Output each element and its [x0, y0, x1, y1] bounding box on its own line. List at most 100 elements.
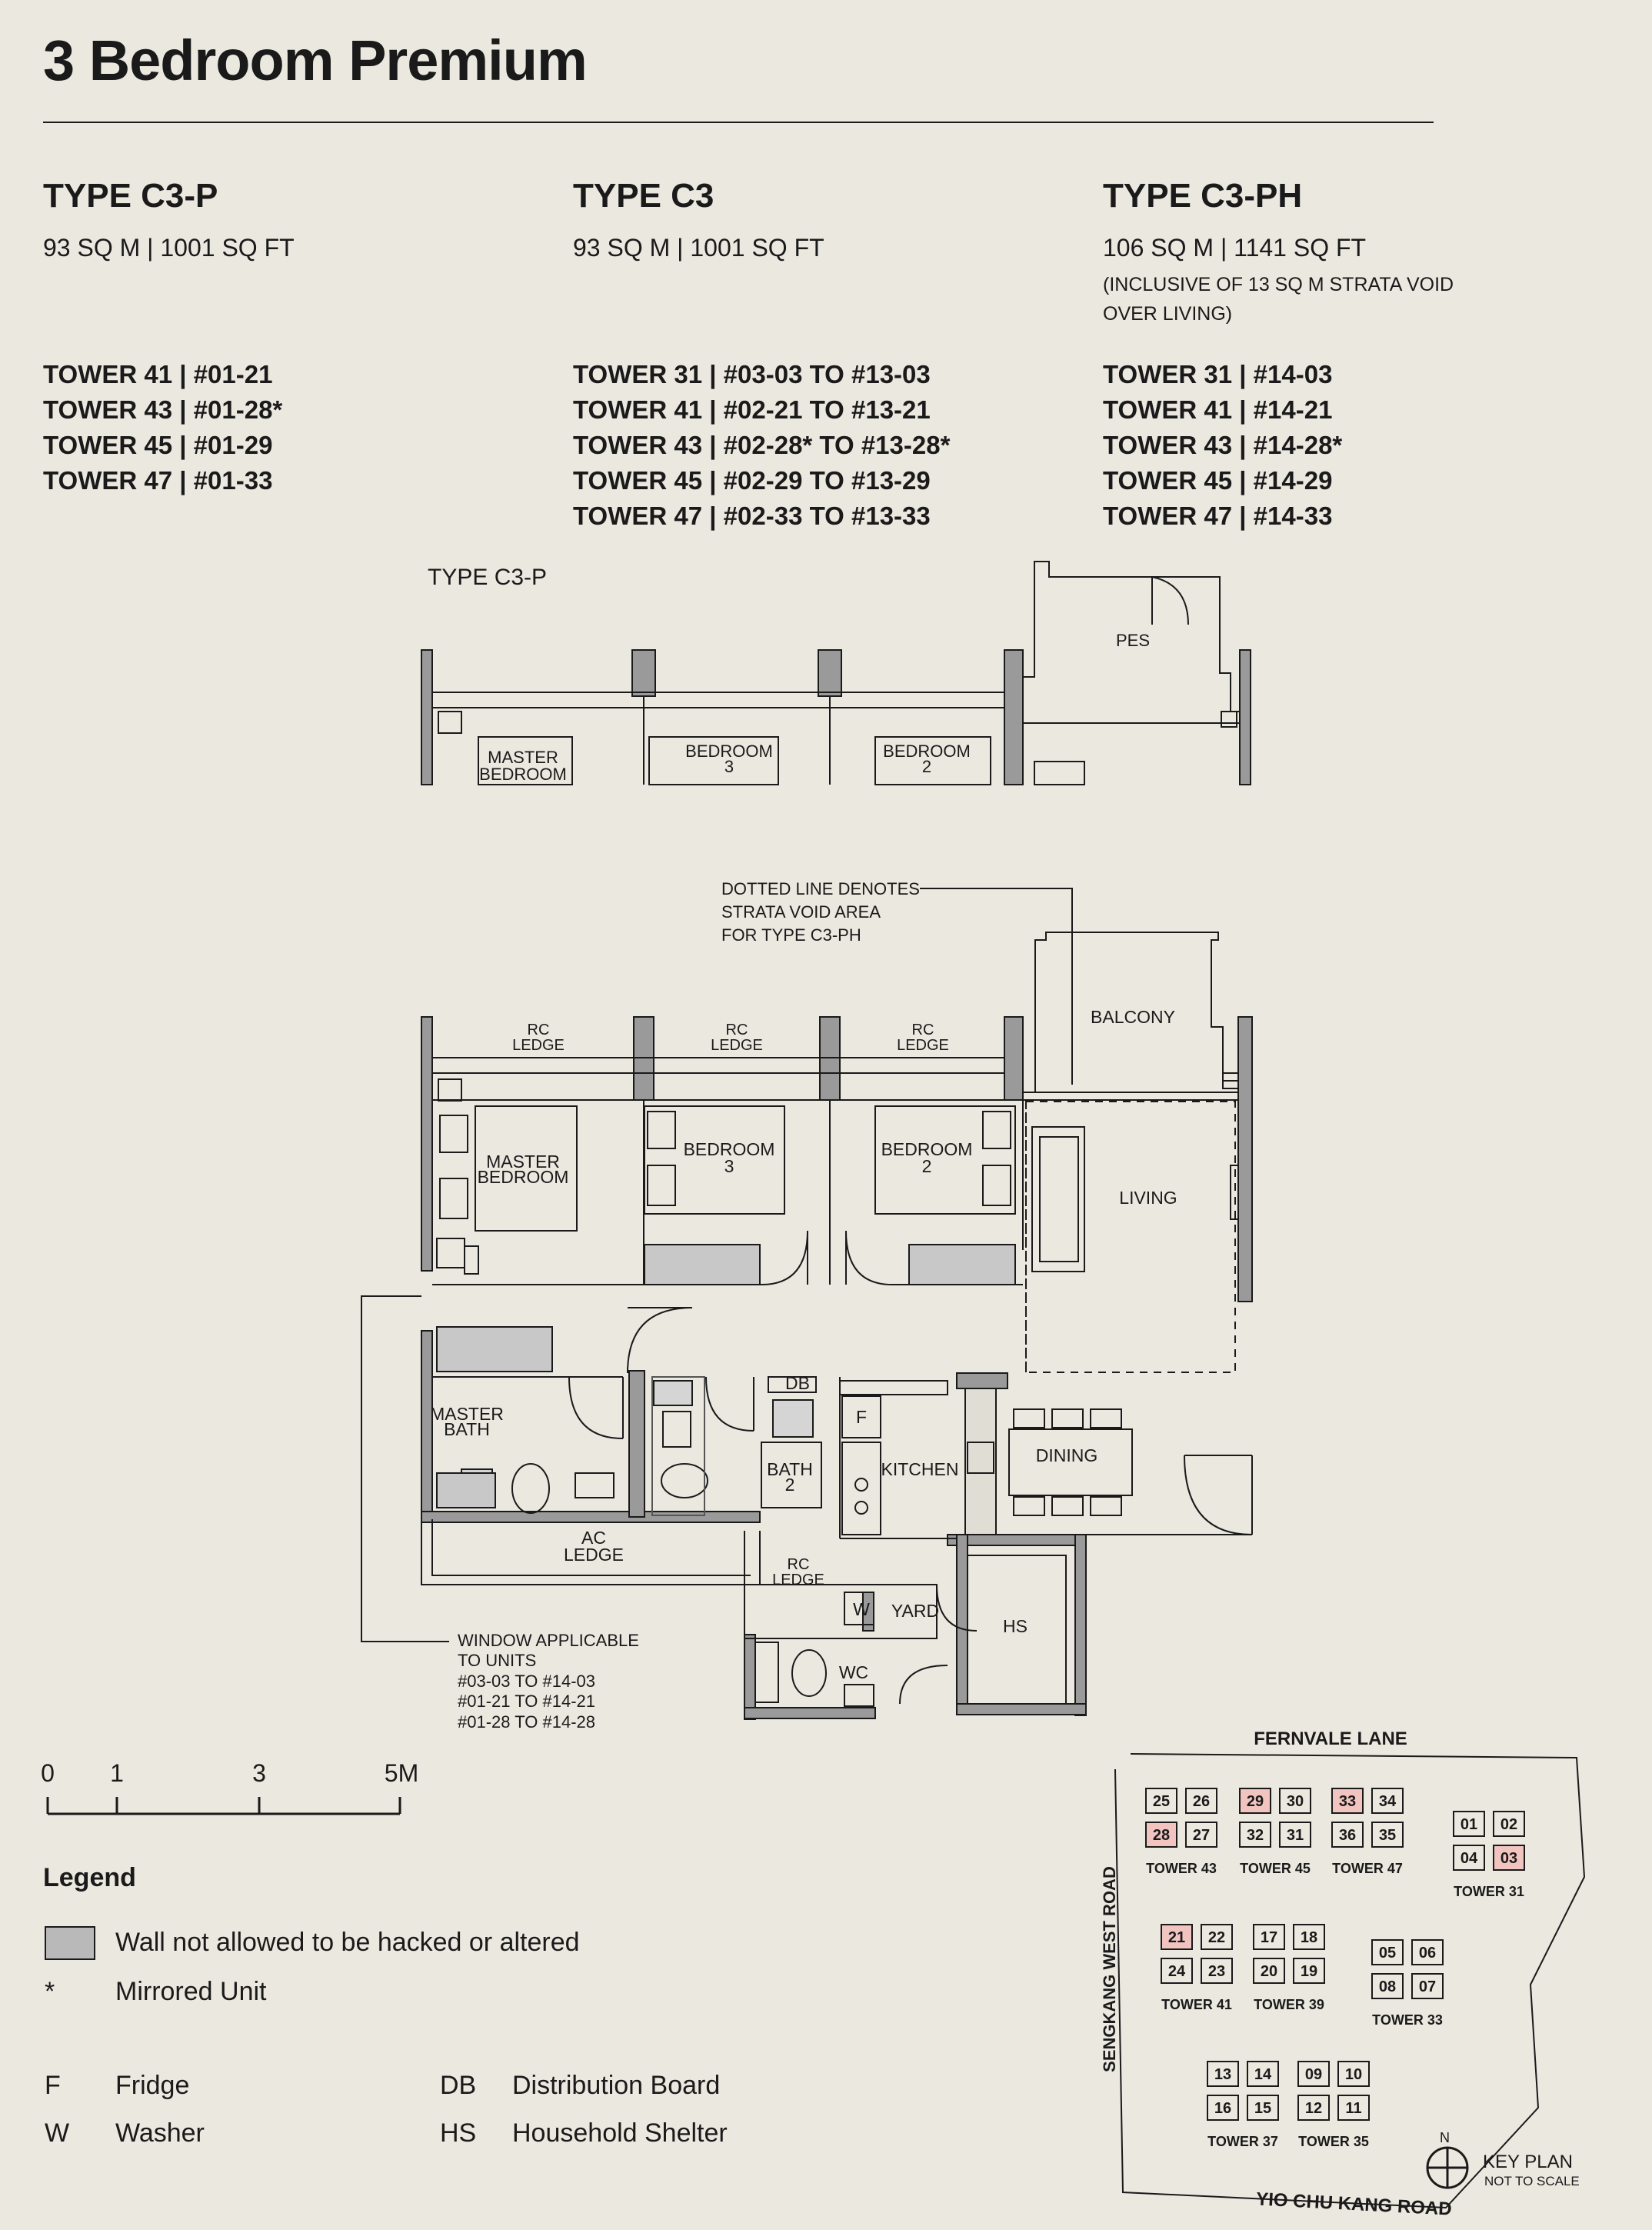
inset-bed2-label: BEDROOM	[883, 742, 971, 761]
unit-number: 35	[1379, 1827, 1396, 1844]
unit-line: TOWER 45 | #14-29	[1103, 466, 1333, 495]
balcony-label: BALCONY	[1091, 1007, 1175, 1027]
unit-block	[1253, 1924, 1285, 1950]
unit-number: 03	[1500, 1850, 1517, 1867]
unit-block	[1279, 1788, 1311, 1814]
unit-number: 10	[1345, 2066, 1362, 2083]
unit-block	[1207, 2061, 1239, 2087]
bedroom2-label-2: 2	[922, 1156, 932, 1176]
inset-bed3-label: BEDROOM	[685, 742, 773, 761]
unit-block	[1453, 1845, 1485, 1871]
tower-label: TOWER 47	[1332, 1861, 1403, 1876]
rc-ledge-4b: LEDGE	[772, 1572, 824, 1588]
unit-number: 21	[1168, 1929, 1185, 1946]
title-divider	[43, 122, 1434, 123]
unit-number: 29	[1247, 1793, 1264, 1810]
unit-number: 12	[1305, 2100, 1322, 2117]
unit-block	[1411, 1973, 1444, 1999]
master-bath-label: MASTER	[430, 1404, 504, 1424]
unit-block	[1185, 1822, 1217, 1848]
master-bath-label-2: BATH	[444, 1419, 490, 1439]
unit-number: 16	[1214, 2100, 1231, 2117]
unit-line: TOWER 41 | #02-21 TO #13-21	[573, 395, 931, 424]
unit-number: 15	[1254, 2100, 1271, 2117]
unit-block	[1493, 1811, 1525, 1837]
unit-block	[1411, 1939, 1444, 1965]
unit-number: 13	[1214, 2066, 1231, 2083]
unit-block	[1145, 1788, 1177, 1814]
unit-block	[1371, 1822, 1404, 1848]
unit-block	[1331, 1822, 1364, 1848]
unit-block	[1161, 1924, 1193, 1950]
legend-fridge: Fridge	[115, 2071, 190, 2100]
type-area: 106 SQ M | 1141 SQ FT	[1103, 234, 1367, 262]
type-area: 93 SQ M | 1001 SQ FT	[573, 234, 824, 262]
scale-label-3: 3	[252, 1759, 266, 1787]
legend-code-w: W	[45, 2118, 70, 2148]
unit-block	[1493, 1845, 1525, 1871]
unit-block	[1239, 1822, 1271, 1848]
strata-note-2: STRATA VOID AREA	[721, 902, 881, 922]
rc-ledge-1: RC	[528, 1022, 550, 1038]
fridge-label: F	[856, 1407, 867, 1427]
unit-number: 04	[1460, 1850, 1478, 1867]
inset-bed2-label-2: 2	[922, 757, 931, 776]
unit-block	[1253, 1958, 1285, 1984]
inset-bed3-label-2: 3	[724, 757, 734, 776]
strata-note-3: FOR TYPE C3-PH	[721, 925, 861, 945]
type-name: TYPE C3	[573, 177, 714, 215]
unit-block	[1161, 1958, 1193, 1984]
unit-block	[1293, 1924, 1325, 1950]
unit-number: 18	[1301, 1929, 1317, 1946]
unit-line: TOWER 45 | #01-29	[43, 431, 273, 459]
legend-code-db: DB	[440, 2071, 477, 2100]
tower-label: TOWER 39	[1254, 1997, 1324, 2012]
road-sengkang-west: SENGKANG WEST ROAD	[1100, 1866, 1119, 2072]
tower-label: TOWER 31	[1454, 1884, 1524, 1899]
unit-block	[1453, 1811, 1485, 1837]
unit-line: TOWER 47 | #01-33	[43, 466, 273, 495]
unit-number: 08	[1379, 1978, 1396, 1995]
unit-number: 24	[1168, 1963, 1186, 1980]
legend-distribution-board: Distribution Board	[512, 2071, 721, 2100]
bedroom3-label: BEDROOM	[684, 1139, 775, 1159]
unit-number: 02	[1500, 1816, 1517, 1833]
unit-block	[1297, 2061, 1330, 2087]
legend-wall: Wall not allowed to be hacked or altered	[115, 1928, 580, 1957]
unit-block	[1201, 1924, 1233, 1950]
ac-ledge-label: AC	[581, 1528, 606, 1548]
rc-ledge-4: RC	[788, 1556, 810, 1573]
unit-block	[1247, 2095, 1279, 2121]
unit-block	[1371, 1939, 1404, 1965]
unit-line: TOWER 45 | #02-29 TO #13-29	[573, 466, 931, 495]
inset-master-label: MASTER	[488, 748, 558, 767]
tower-label: TOWER 41	[1161, 1997, 1232, 2012]
unit-number: 20	[1261, 1963, 1277, 1980]
unit-number: 33	[1339, 1793, 1356, 1810]
unit-line: TOWER 47 | #14-33	[1103, 502, 1333, 530]
type-units: TOWER 41 | #01-21 TOWER 43 | #01-28* TOW…	[43, 357, 282, 498]
unit-number: 31	[1287, 1827, 1304, 1844]
unit-number: 19	[1301, 1963, 1317, 1980]
tower-label: TOWER 35	[1298, 2134, 1369, 2149]
unit-number: 01	[1460, 1816, 1477, 1833]
keyplan-subtitle: NOT TO SCALE	[1484, 2174, 1580, 2188]
main-plan: DOTTED LINE DENOTES STRATA VOID AREA FOR…	[361, 879, 1253, 1732]
type-area: 93 SQ M | 1001 SQ FT	[43, 234, 295, 262]
unit-number: 36	[1339, 1827, 1356, 1844]
unit-type-c3-p: TYPE C3-P 93 SQ M | 1001 SQ FT TOWER 41 …	[43, 177, 551, 495]
unit-block	[1337, 2095, 1370, 2121]
unit-line: TOWER 41 | #14-21	[1103, 395, 1333, 424]
unit-line: TOWER 31 | #03-03 TO #13-03	[573, 360, 931, 388]
unit-number: 32	[1247, 1827, 1264, 1844]
unit-line: TOWER 41 | #01-21	[43, 360, 273, 388]
legend-washer: Washer	[115, 2118, 205, 2148]
unit-number: 09	[1305, 2066, 1322, 2083]
inset-plan-c3-p: TYPE C3-P PES MASTER BEDROOM BEDROOM 3 B…	[421, 561, 1251, 785]
unit-number: 34	[1379, 1793, 1397, 1810]
unit-number: 17	[1261, 1929, 1277, 1946]
unit-number: 30	[1287, 1793, 1304, 1810]
ac-ledge-label-2: LEDGE	[564, 1545, 624, 1565]
strata-note-1: DOTTED LINE DENOTES	[721, 879, 920, 898]
